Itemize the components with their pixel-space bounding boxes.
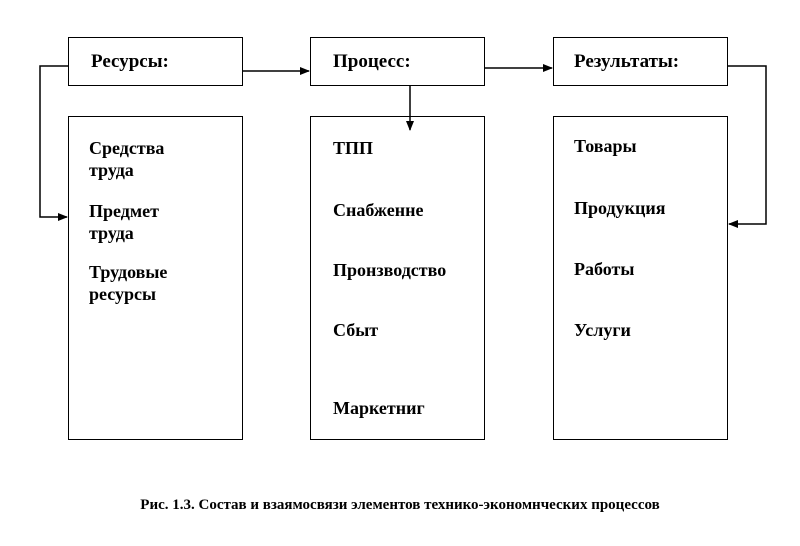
process-item: Маркетниг: [333, 398, 425, 418]
results-feedback-arrow: [728, 65, 767, 228]
resources-item: Средства труда: [89, 138, 165, 180]
process-header-box: Процесс:: [310, 37, 485, 86]
process-item: Сбыт: [333, 320, 379, 340]
results-item: Услуги: [574, 320, 631, 340]
process-item: Пронзводство: [333, 260, 447, 280]
process-content-box: ТПП Снабженне Пронзводство Сбыт Маркетни…: [310, 116, 485, 440]
process-item: ТПП: [333, 138, 374, 158]
results-header-label: Результаты:: [574, 51, 680, 72]
results-item: Продукция: [574, 198, 666, 218]
process-header-label: Процесс:: [333, 51, 411, 72]
resources-feedback-arrow: [39, 65, 68, 221]
figure-caption: Рис. 1.3. Состав и взаямосвязи элементов…: [140, 497, 660, 513]
results-item: Товары: [574, 136, 637, 156]
resources-item: Трудовые ресурсы: [89, 262, 168, 304]
resources-item: Предмет труда: [89, 201, 159, 243]
resources-header-box: Ресурсы:: [68, 37, 243, 86]
resources-content-box: Средства труда Предмет труда Трудовые ре…: [68, 116, 243, 440]
results-content-box: Товары Продукция Работы Услуги: [553, 116, 728, 440]
results-item: Работы: [574, 259, 635, 279]
process-item: Снабженне: [333, 200, 424, 220]
resources-header-label: Ресурсы:: [91, 51, 169, 72]
results-header-box: Результаты:: [553, 37, 728, 86]
